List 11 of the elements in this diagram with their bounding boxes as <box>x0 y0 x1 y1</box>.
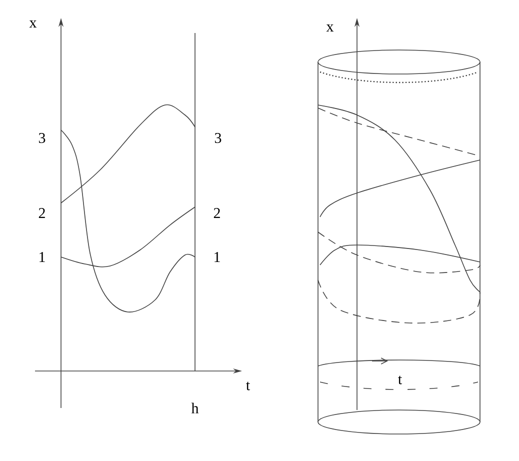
axis-label: t <box>246 382 250 390</box>
tick-label: 3 <box>38 132 46 144</box>
tick-label: 3 <box>214 132 222 144</box>
tick-label: 1 <box>40 252 45 262</box>
tick-label: h <box>191 402 199 414</box>
tick-label: 2 <box>214 208 220 218</box>
tick-label: 1 <box>214 252 220 262</box>
axis-label: x <box>326 24 334 32</box>
axis-label: x <box>29 20 37 28</box>
tick-label: 2 <box>38 208 45 218</box>
axis-label: t <box>398 376 402 384</box>
